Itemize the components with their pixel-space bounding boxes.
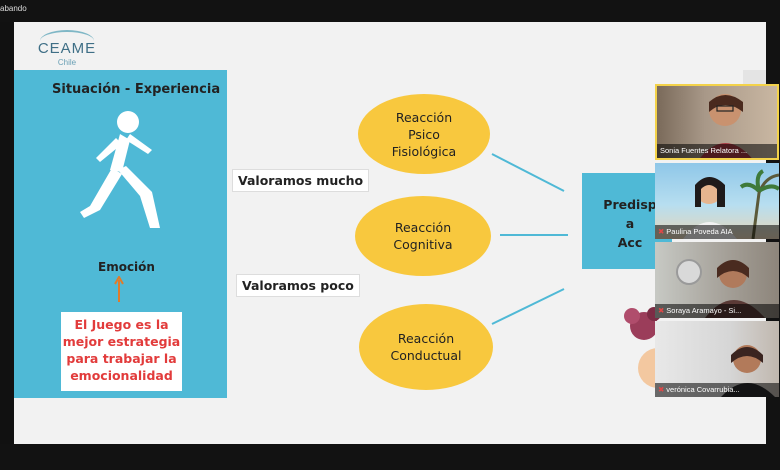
logo-name: CEAME (37, 40, 97, 57)
game-line: mejor estrategia (62, 334, 181, 349)
ceame-logo: CEAME Chile (32, 30, 102, 70)
game-strategy-box: El Juego es la mejor estrategia para tra… (61, 312, 182, 391)
reaction-line: Reacción (397, 331, 455, 346)
value-low-label: Valoramos poco (236, 274, 360, 297)
up-arrow-icon (114, 276, 124, 302)
participant-name-bar: ✖verónica Covarrubia... (655, 383, 779, 397)
participant-name: Soraya Aramayo - Si... (666, 306, 742, 315)
participant-tile[interactable]: Sonia Fuentes Relatora ... (655, 84, 779, 160)
meeting-top-bar: abando (0, 0, 780, 22)
predisposition-line: Predisp (603, 197, 657, 212)
participant-tile[interactable]: ✖Soraya Aramayo - Si... (655, 242, 779, 318)
participant-name: Paulina Poveda AIA (666, 227, 733, 236)
running-child-icon (80, 111, 160, 228)
game-line: El Juego es la (74, 317, 169, 332)
logo-subtitle: Chile (57, 58, 77, 67)
reaction-line: Reacción (394, 220, 452, 235)
muted-mic-icon: ✖ (658, 306, 665, 315)
situation-title: Situación - Experiencia (52, 82, 221, 97)
reaction-behavioral: Reacción Conductual (359, 304, 493, 390)
reaction-line: Conductual (390, 348, 462, 363)
muted-mic-icon: ✖ (658, 227, 665, 236)
participant-name: Sonia Fuentes Relatora ... (660, 146, 748, 155)
participant-tile[interactable]: ✖Paulina Poveda AIA (655, 163, 779, 239)
reaction-line: Cognitiva (393, 237, 453, 252)
reaction-psychophysiological: Reacción Psico Fisiológica (358, 94, 490, 174)
muted-mic-icon: ✖ (658, 385, 665, 394)
predisposition-line: Acc (617, 235, 643, 250)
predisposition-line: a (625, 216, 635, 231)
meeting-bottom-bar (0, 444, 780, 470)
logo-arc (40, 30, 94, 52)
connector-lines (491, 153, 568, 325)
participant-name-bar: ✖Paulina Poveda AIA (655, 225, 779, 239)
reaction-line: Fisiológica (391, 143, 457, 159)
situation-experience-box: Situación - Experiencia Emoción El Juego… (14, 70, 227, 398)
value-high-label: Valoramos mucho (232, 169, 370, 192)
participant-name-bar: ✖Soraya Aramayo - Si... (655, 304, 779, 318)
reaction-cognitive: Reacción Cognitiva (355, 196, 491, 276)
reaction-line: Reacción (395, 109, 453, 125)
game-line: para trabajar la (66, 351, 177, 366)
participant-tile[interactable]: ✖verónica Covarrubia... (655, 321, 779, 397)
participant-name-bar: Sonia Fuentes Relatora ... (657, 144, 777, 158)
reaction-line: Psico (408, 126, 440, 142)
participant-name: verónica Covarrubia... (666, 385, 740, 394)
emotion-label: Emoción (98, 260, 155, 274)
recording-indicator: abando (0, 4, 27, 13)
shared-slide: CEAME Chile Situación - Experiencia Emoc… (14, 22, 766, 444)
game-line: emocionalidad (70, 368, 173, 383)
